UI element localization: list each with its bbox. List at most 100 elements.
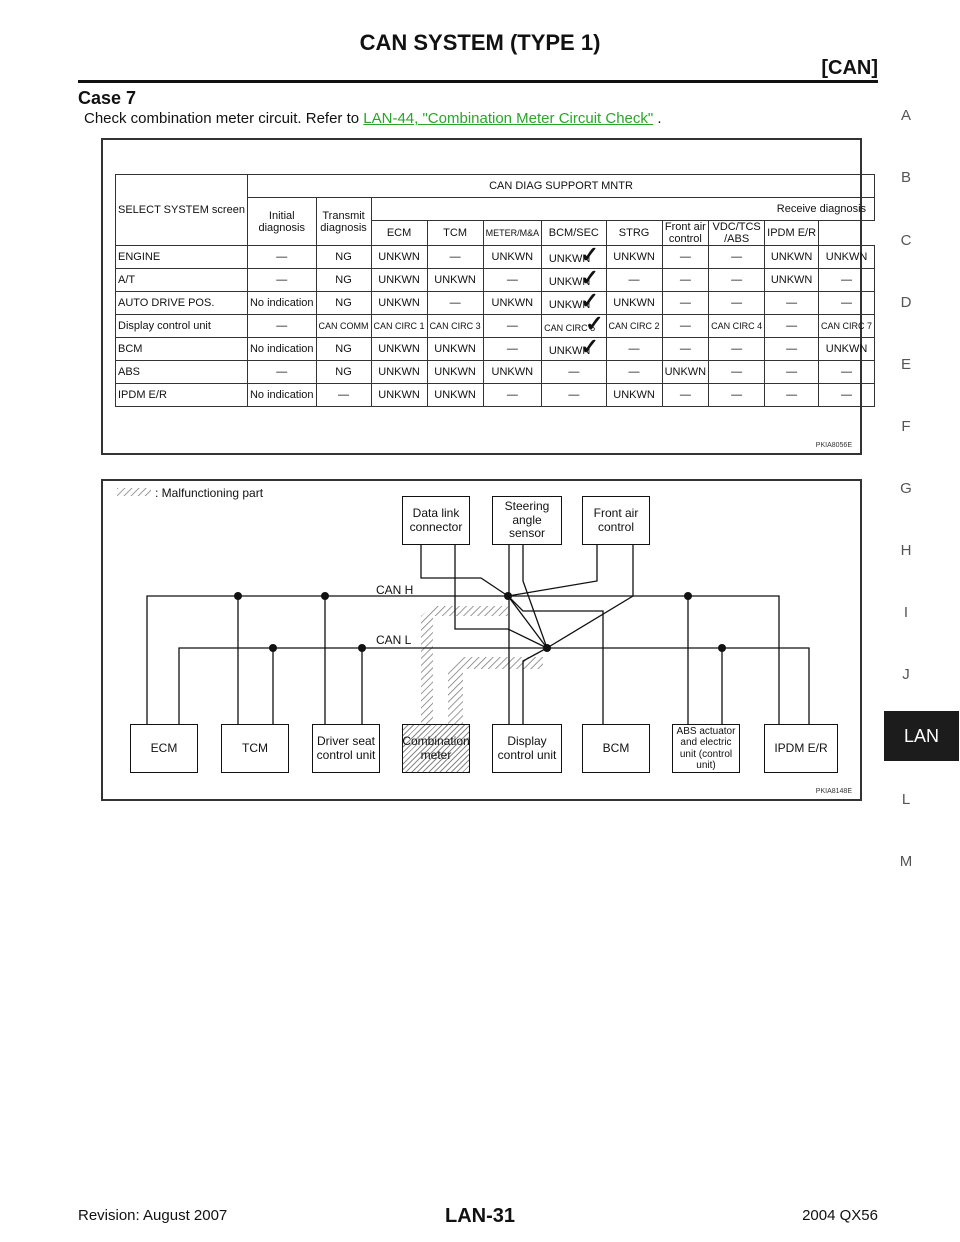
table-cell: — — [661, 245, 710, 269]
table-cell: — — [541, 383, 607, 407]
legend-hatch-swatch — [117, 488, 151, 496]
table-cell: UNKWN — [370, 360, 428, 384]
table-cell: — — [246, 245, 317, 269]
table-cell: — — [661, 314, 710, 338]
table-cell: — — [764, 360, 820, 384]
table-cell: — — [818, 291, 876, 315]
instruction-suffix: . — [653, 110, 662, 127]
reference-link[interactable]: LAN-44, "Combination Meter Circuit Check… — [363, 110, 654, 127]
table-cell: UNKWN — [482, 291, 543, 315]
side-index-l[interactable]: L — [901, 791, 911, 808]
page-title: CAN SYSTEM (TYPE 1) — [359, 30, 601, 55]
table-cell: NG — [315, 245, 372, 269]
table-cell: CAN CIRC 3 — [426, 314, 484, 338]
cell-text: CAN CIRC 5 — [544, 323, 596, 333]
side-index-j[interactable]: J — [902, 666, 910, 683]
side-index-h[interactable]: H — [900, 542, 912, 559]
tcm-box: TCM — [221, 724, 289, 773]
table-cell: NG — [315, 337, 372, 361]
bcm-box: BCM — [582, 724, 650, 773]
side-index-c[interactable]: C — [900, 232, 912, 249]
side-index-lan-active[interactable]: LAN — [884, 711, 959, 761]
table-cell: — — [315, 383, 372, 407]
side-index-f[interactable]: F — [901, 418, 911, 435]
table-cell: UNKWN — [605, 245, 663, 269]
table-cell: — — [818, 268, 876, 292]
table-row: ABS — NG UNKWN UNKWN UNKWN — — UNKWN — —… — [115, 360, 876, 384]
table-cell: — — [708, 383, 766, 407]
hatched-path — [448, 657, 543, 724]
table-cell: UNKWN — [661, 360, 710, 384]
combination-meter-box: Combination meter — [402, 724, 470, 773]
header-rule — [78, 80, 878, 83]
table-cell: CAN CIRC 4 — [708, 314, 766, 338]
footer-page-number: LAN-31 — [444, 1205, 515, 1227]
corner-header: SELECT SYSTEM screen — [115, 174, 248, 246]
table-cell: UNKWN✓ — [541, 243, 607, 269]
side-index-i[interactable]: I — [903, 604, 909, 621]
footer-revision: Revision: August 2007 — [78, 1207, 228, 1224]
side-index-g[interactable]: G — [900, 480, 912, 497]
ipdm-er-box: IPDM E/R — [764, 724, 838, 773]
table-cell: UNKWN — [426, 360, 484, 384]
table-cell: — — [605, 337, 663, 361]
table-cell: — — [246, 360, 317, 384]
side-index-m[interactable]: M — [899, 853, 913, 870]
cell-text: UNKWN — [548, 275, 591, 288]
instruction-text: Check combination meter circuit. Refer t… — [84, 110, 662, 127]
table-cell: CAN CIRC 2 — [605, 314, 663, 338]
section-tag: [CAN] — [821, 57, 878, 79]
side-index-e[interactable]: E — [900, 356, 911, 373]
row-label: ENGINE — [115, 245, 248, 269]
table-cell: UNKWN✓ — [541, 335, 607, 361]
check-mark-icon: ✓ — [580, 333, 599, 359]
display-control-unit-box: Display control unit — [492, 724, 562, 773]
side-index-a[interactable]: A — [900, 107, 911, 124]
row-label: AUTO DRIVE POS. — [115, 291, 248, 315]
table-cell: UNKWN — [764, 268, 820, 292]
table-cell: — — [661, 291, 710, 315]
table-cell: UNKWN — [818, 337, 876, 361]
row-label: BCM — [115, 337, 248, 361]
data-link-connector: Data link connector — [402, 496, 470, 545]
table-cell: — — [246, 268, 317, 292]
col-strg: STRG — [605, 220, 663, 246]
table-cell: — — [818, 360, 876, 384]
table-cell: NG — [315, 268, 372, 292]
footer-model: 2004 QX56 — [802, 1207, 878, 1224]
table-cell: CAN COMM — [315, 314, 372, 338]
check-mark-icon: ✓ — [580, 264, 599, 290]
receive-group: Receive diagnosis — [370, 197, 876, 221]
group-header: CAN DIAG SUPPORT MNTR — [246, 174, 876, 198]
table-cell: NG — [315, 291, 372, 315]
ecm-box: ECM — [130, 724, 198, 773]
table-cell: — — [661, 337, 710, 361]
col-ipdm: IPDM E/R — [764, 220, 820, 246]
table-cell: UNKWN — [426, 337, 484, 361]
table-cell: CAN CIRC 5✓ — [541, 313, 607, 338]
table-cell: NG — [315, 360, 372, 384]
table-cell: — — [661, 383, 710, 407]
table-cell: No indication — [246, 383, 317, 407]
col-transmit: Transmit diagnosis — [315, 197, 372, 246]
col-initial: Initial diagnosis — [246, 197, 317, 246]
can-l-line — [178, 647, 810, 725]
table-cell: CAN CIRC 1 — [370, 314, 428, 338]
row-label: ABS — [115, 360, 248, 384]
table-cell: — — [482, 314, 543, 338]
side-index-d[interactable]: D — [900, 294, 912, 311]
table-row: A/T — NG UNKWN UNKWN — UNKWN✓ — — — UNKW… — [115, 266, 876, 292]
col-bcm: BCM/SEC — [541, 220, 607, 246]
table-cell: UNKWN — [818, 245, 876, 269]
cell-text: UNKWN — [548, 344, 591, 357]
table-cell: UNKWN — [370, 268, 428, 292]
can-diag-table: SELECT SYSTEM screen CAN DIAG SUPPORT MN… — [115, 174, 876, 407]
table-cell: — — [426, 245, 484, 269]
table-cell: UNKWN✓ — [541, 289, 607, 315]
row-label: Display control unit — [115, 314, 248, 338]
table-cell: UNKWN — [482, 245, 543, 269]
col-tcm: TCM — [426, 220, 484, 246]
check-mark-icon: ✓ — [585, 311, 604, 336]
case-heading: Case 7 — [78, 88, 137, 108]
side-index-b[interactable]: B — [900, 169, 911, 186]
